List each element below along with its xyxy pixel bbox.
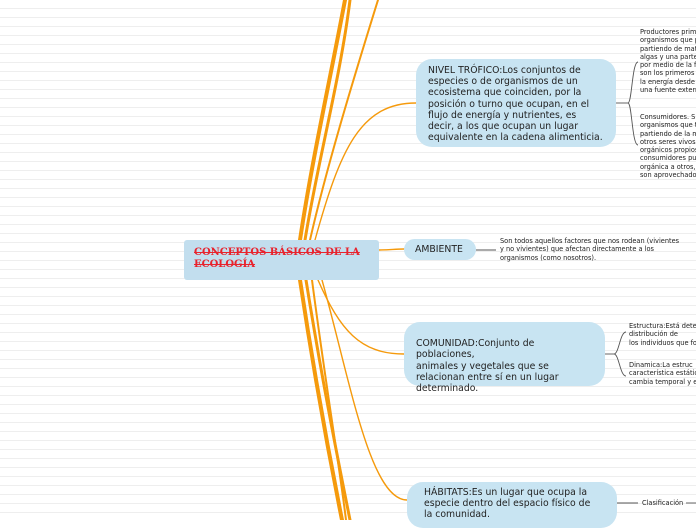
note-line: cambia temporal y e	[629, 377, 696, 386]
branch-comunidad	[317, 279, 405, 355]
note-line: distribución de	[629, 330, 678, 339]
note-productores[interactable]: Productores prim organismos que p partie…	[640, 28, 696, 94]
branch-up-1	[298, 0, 347, 242]
topic-habitats[interactable]: HÁBITATS:Es un lugar que ocupa la especi…	[407, 482, 617, 528]
note-line: partiendo de la m	[640, 129, 696, 138]
central-topic[interactable]: CONCEPTOS BÁSICOS DE LA ECOLOGÍA	[184, 240, 379, 280]
branch-habitats	[321, 279, 408, 501]
central-topic-label: CONCEPTOS BÁSICOS DE LA ECOLOGÍA	[194, 247, 360, 270]
branch-up-3	[309, 0, 379, 241]
note-dinamica[interactable]: Dinamica:La estruc característica estáti…	[629, 361, 696, 386]
note-line: Dinamica:La estruc	[629, 361, 693, 369]
topic-nivel-trofico-label: NIVEL TRÓFICO:Los conjuntos de especies …	[428, 65, 603, 144]
connector-consumidores	[627, 102, 639, 146]
branch-ambiente	[378, 248, 405, 251]
branch-down-2	[304, 278, 352, 520]
topic-nivel-trofico[interactable]: NIVEL TRÓFICO:Los conjuntos de especies …	[416, 59, 616, 147]
note-line: Productores prim	[640, 28, 696, 36]
note-line: otros seres vivos	[640, 137, 696, 146]
branch-nivel-trofico	[314, 102, 417, 241]
note-line: Consumidores. S	[640, 113, 696, 121]
note-consumidores[interactable]: Consumidores. S organismos que t partien…	[640, 113, 696, 179]
note-line: organismos que p	[640, 36, 696, 45]
branch-down-1	[298, 278, 344, 520]
topic-comunidad-label: COMUNIDAD:Conjunto de poblaciones, anima…	[416, 338, 559, 395]
connector-estructura	[613, 331, 627, 355]
note-line: los individuos que fo	[629, 338, 696, 347]
note-line: Estructura:Está dete	[629, 322, 696, 330]
note-clasificacion-text: Clasificación	[642, 499, 684, 507]
note-line: la energía desde	[640, 77, 695, 86]
note-line: orgánicos propios	[640, 146, 696, 155]
note-line: son aprovechado	[640, 171, 696, 180]
note-line: algas y una parte	[640, 52, 696, 61]
note-ambiente-text: Son todos aquellos factores que nos rode…	[500, 237, 680, 262]
branch-down-3	[311, 279, 347, 520]
note-line: organismos que t	[640, 121, 696, 130]
topic-ambiente-label: AMBIENTE	[415, 244, 463, 255]
note-line: una fuente extern	[640, 86, 696, 95]
connector-dinamica	[613, 353, 627, 377]
note-line: partiendo de mat	[640, 44, 696, 53]
note-line: por medio de la f	[640, 61, 696, 70]
note-clasificacion[interactable]: Clasificación	[642, 499, 683, 507]
topic-comunidad[interactable]: COMUNIDAD:Conjunto de poblaciones, anima…	[404, 322, 605, 394]
topic-ambiente[interactable]: AMBIENTE	[404, 239, 476, 260]
note-line: orgánica a otros,	[640, 162, 696, 171]
note-line: son los primeros	[640, 69, 695, 78]
note-ambiente[interactable]: Son todos aquellos factores que nos rode…	[500, 237, 682, 262]
connector-productores	[627, 61, 639, 104]
topic-habitats-label: HÁBITATS:Es un lugar que ocupa la especi…	[424, 487, 591, 521]
note-estructura[interactable]: Estructura:Está dete distribución de los…	[629, 322, 696, 347]
branch-up-2	[303, 0, 352, 242]
note-line: consumidores pu	[640, 154, 696, 163]
note-line: característica estátic	[629, 369, 696, 378]
